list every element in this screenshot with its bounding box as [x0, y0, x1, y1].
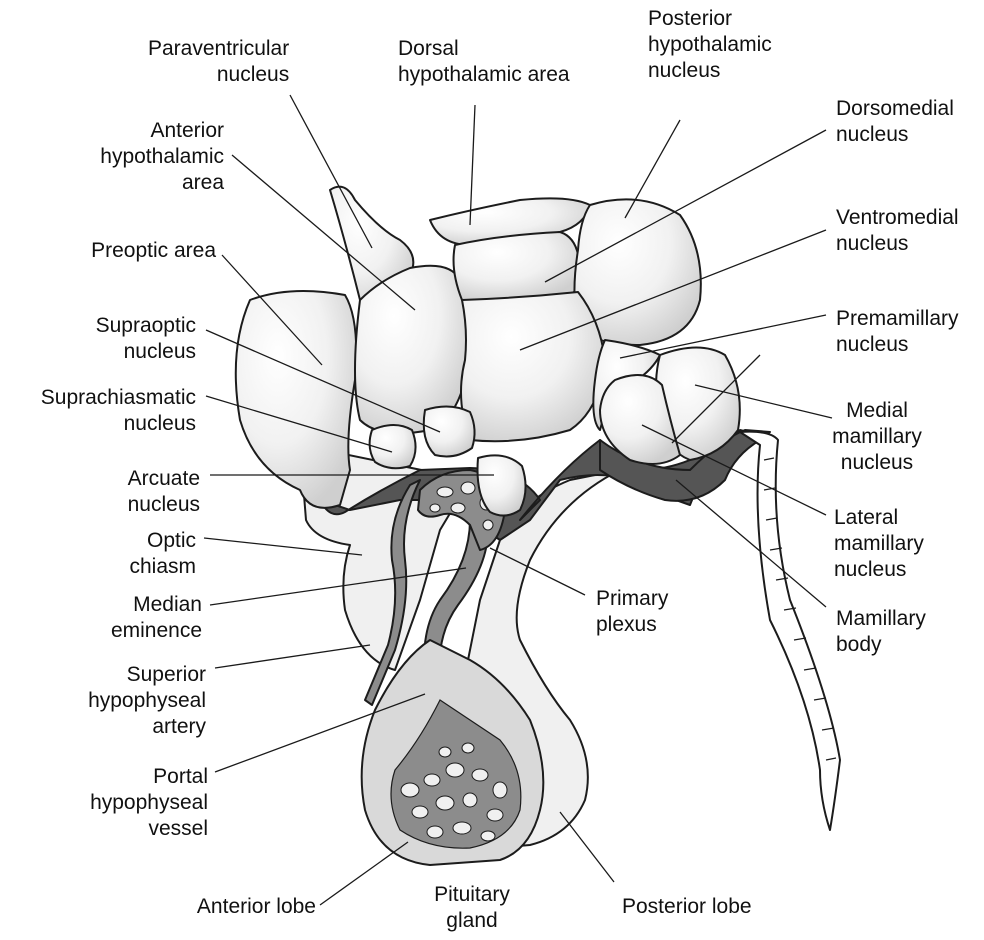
- label-lateral-line3: nucleus: [834, 557, 924, 583]
- label-supraoptic-line1: Supraoptic: [68, 313, 196, 339]
- label-paraventricular: Paraventricular nucleus: [148, 36, 289, 88]
- dorsomedial-shape: [454, 232, 580, 300]
- label-mamillary-line1: Mamillary: [836, 606, 926, 632]
- label-posterior-lobe-line1: Posterior lobe: [622, 894, 752, 920]
- label-arcuate: Arcuate nucleus: [90, 466, 200, 518]
- label-arcuate-line1: Arcuate: [90, 466, 200, 492]
- label-optic-line1: Optic: [110, 528, 196, 554]
- label-suprachiasmatic-line2: nucleus: [10, 411, 196, 437]
- label-primary-line2: plexus: [596, 612, 668, 638]
- label-superior-line3: artery: [60, 714, 206, 740]
- leader-paraventricular: [290, 95, 372, 248]
- label-anterior-line2: hypothalamic: [70, 144, 224, 170]
- label-medial-line3: nucleus: [826, 450, 928, 476]
- label-preoptic-line1: Preoptic area: [66, 238, 216, 264]
- label-premamillary: Premamillary nucleus: [836, 306, 959, 358]
- label-anterior-lobe: Anterior lobe: [150, 894, 316, 920]
- leader-mamillary-body: [676, 480, 826, 607]
- label-premamillary-line1: Premamillary: [836, 306, 959, 332]
- leader-median-eminence: [210, 568, 466, 605]
- label-lateral-line2: mamillary: [834, 531, 924, 557]
- label-median-line2: eminence: [90, 618, 202, 644]
- label-supraoptic: Supraoptic nucleus: [68, 313, 196, 365]
- label-optic-line2: chiasm: [110, 554, 196, 580]
- suprachiasmatic-shape: [370, 425, 416, 468]
- leader-anterior-lobe: [320, 842, 408, 905]
- label-preoptic: Preoptic area: [66, 238, 216, 264]
- label-pituitary: Pituitary gland: [414, 882, 530, 934]
- label-posterior-line3: nucleus: [648, 58, 772, 84]
- label-posterior-line1: Posterior: [648, 6, 772, 32]
- label-premamillary-line2: nucleus: [836, 332, 959, 358]
- label-medial-mamillary: Medial mamillary nucleus: [826, 398, 928, 476]
- label-mamillary-line2: body: [836, 632, 926, 658]
- label-paraventricular-line1: Paraventricular: [148, 36, 289, 62]
- label-anterior-lobe-line1: Anterior lobe: [150, 894, 316, 920]
- label-anterior-line1: Anterior: [70, 118, 224, 144]
- label-optic-chiasm: Optic chiasm: [110, 528, 196, 580]
- label-superior-artery: Superior hypophyseal artery: [60, 662, 206, 740]
- label-posterior-lobe: Posterior lobe: [622, 894, 752, 920]
- label-pituitary-line2: gland: [414, 908, 530, 934]
- label-portal-line3: vessel: [60, 816, 208, 842]
- label-anterior-line3: area: [70, 170, 224, 196]
- label-median-line1: Median: [90, 592, 202, 618]
- label-medial-line2: mamillary: [826, 424, 928, 450]
- nuclei-group: [236, 187, 740, 516]
- label-lateral-line1: Lateral: [834, 505, 924, 531]
- label-suprachiasmatic: Suprachiasmatic nucleus: [10, 385, 196, 437]
- label-portal-vessel: Portal hypophyseal vessel: [60, 764, 208, 842]
- label-anterior-area: Anterior hypothalamic area: [70, 118, 224, 196]
- label-mamillary-body: Mamillary body: [836, 606, 926, 658]
- label-dorsomedial-line1: Dorsomedial: [836, 96, 954, 122]
- label-pituitary-line1: Pituitary: [414, 882, 530, 908]
- label-ventromedial-line1: Ventromedial: [836, 205, 959, 231]
- leader-dorsal-area: [470, 105, 475, 225]
- label-dorsal-area-line2: hypothalamic area: [398, 62, 570, 88]
- label-suprachiasmatic-line1: Suprachiasmatic: [10, 385, 196, 411]
- label-ventromedial: Ventromedial nucleus: [836, 205, 959, 257]
- leader-superior-artery: [215, 645, 370, 668]
- label-ventromedial-line2: nucleus: [836, 231, 959, 257]
- ventromedial-shape: [461, 292, 605, 441]
- label-medial-line1: Medial: [826, 398, 928, 424]
- leader-posterior-lobe: [560, 812, 614, 882]
- label-dorsal-area: Dorsal hypothalamic area: [398, 36, 570, 88]
- label-posterior-line2: hypothalamic: [648, 32, 772, 58]
- supraoptic-shape: [424, 406, 475, 456]
- label-arcuate-line2: nucleus: [90, 492, 200, 518]
- label-portal-line1: Portal: [60, 764, 208, 790]
- label-paraventricular-line2: nucleus: [148, 62, 289, 88]
- label-median-eminence: Median eminence: [90, 592, 202, 644]
- label-superior-line2: hypophyseal: [60, 688, 206, 714]
- label-lateral-mamillary: Lateral mamillary nucleus: [834, 505, 924, 583]
- label-primary-plexus: Primary plexus: [596, 586, 668, 638]
- label-superior-line1: Superior: [60, 662, 206, 688]
- label-portal-line2: hypophyseal: [60, 790, 208, 816]
- label-posterior-nucleus: Posterior hypothalamic nucleus: [648, 6, 772, 84]
- label-primary-line1: Primary: [596, 586, 668, 612]
- posterior-ribbon: [740, 432, 840, 830]
- label-supraoptic-line2: nucleus: [68, 339, 196, 365]
- label-dorsomedial-line2: nucleus: [836, 122, 954, 148]
- label-dorsal-area-line1: Dorsal: [398, 36, 570, 62]
- label-dorsomedial: Dorsomedial nucleus: [836, 96, 954, 148]
